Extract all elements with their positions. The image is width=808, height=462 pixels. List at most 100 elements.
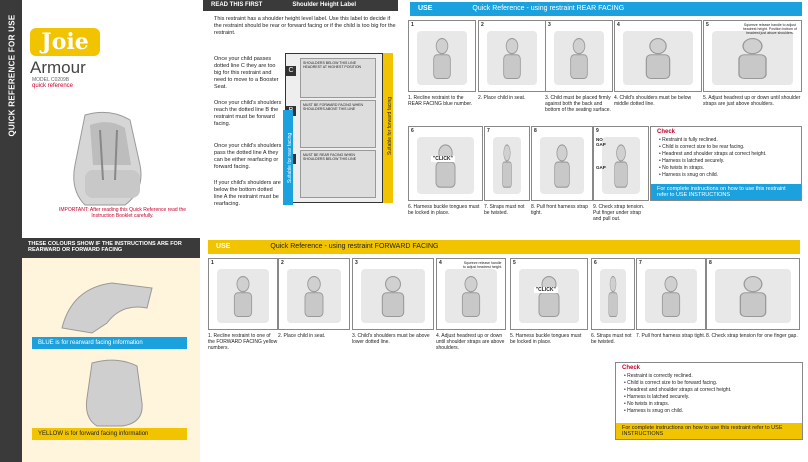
step-number: 2 <box>481 22 484 28</box>
step-number: 3 <box>548 22 551 28</box>
rear-check-box: Check Restraint is fully reclined.Child … <box>650 126 802 201</box>
step-number: 2 <box>281 260 284 266</box>
step-illustration <box>361 269 425 323</box>
forward-use-bar: USE Quick Reference - using restraint FOR… <box>208 240 800 254</box>
forward-seat-illustration <box>86 359 143 427</box>
fwd-step-3-caption: 3. Child's shoulders must be above lower… <box>352 333 430 345</box>
click-tag: "CLICK" <box>533 287 558 293</box>
sidebar-label: QUICK REFERENCE FOR USE <box>7 14 17 137</box>
step-number: 7 <box>487 128 490 134</box>
step-number: 6 <box>594 260 597 266</box>
forward-check-box: Check Restraint is correctly reclined.Ch… <box>615 362 803 440</box>
line-b-text: Once your child's shoulders reach the do… <box>214 100 282 127</box>
forward-facing-bar: Suitable for forward facing <box>383 53 393 203</box>
shoulder-height-label: C B A SHOULDERS BELOW THIS LINEHEADREST … <box>285 53 383 203</box>
rear-seat-illustration <box>61 282 153 334</box>
fwd-check-item: Headrest and shoulder straps at correct … <box>624 387 794 394</box>
rear-facing-bar: Suitable for rear facing <box>283 110 293 205</box>
forward-subtitle: - using restraint FORWARD FACING <box>324 243 439 250</box>
step-number: 6 <box>411 128 414 134</box>
step-number: 5 <box>513 260 516 266</box>
rear-step-7-panel: 7 <box>484 126 530 201</box>
label-title: Shoulder Height Label <box>292 2 357 8</box>
label-header: READ THIS FIRST Shoulder Height Label <box>203 0 398 11</box>
rear-check-item: Child is correct size to be rear facing. <box>659 144 793 151</box>
yellow-legend: YELLOW is for forward facing information <box>32 428 187 440</box>
fwd-step-4-caption: 4. Adjust headrest up or down until shou… <box>436 333 505 351</box>
fwd-step-3-panel: 3 <box>352 258 434 330</box>
rear-step-8-panel: 8 <box>531 126 593 201</box>
fwd-step-5-caption: 5. Harness buckle tongues must be locked… <box>510 333 582 345</box>
colours-header: THESE COLOURS SHOW IF THE INSTRUCTIONS A… <box>22 238 200 258</box>
rear-step-7-caption: 7. Straps must not be twisted. <box>484 204 525 216</box>
rear-step-3-caption: 3. Child must be placed firmly against b… <box>545 95 611 113</box>
fwd-check-item: Harness is snug on child. <box>624 408 794 415</box>
step-illustration <box>540 137 584 194</box>
step-number: 1 <box>411 22 414 28</box>
read-first: READ THIS FIRST <box>211 2 263 8</box>
fwd-step-6-caption: 6. Straps must not be twisted. <box>591 333 632 345</box>
fwd-step-8-panel: 8 <box>706 258 800 330</box>
rear-step-2-panel: 2 <box>478 20 546 92</box>
rear-step-6-caption: 6. Harness buckle tongues must be locked… <box>408 204 480 216</box>
rear-step-1-panel: 1 <box>408 20 476 92</box>
line-c-text: Once your child passes dotted line C the… <box>214 56 279 90</box>
fwd-step-1-caption: 1. Recline restraint to one of the FORWA… <box>208 333 278 351</box>
step-number: 4 <box>617 22 620 28</box>
step-number: 8 <box>709 260 712 266</box>
important-note: IMPORTANT: After reading this Quick Refe… <box>58 207 187 219</box>
rear-subtitle: - using restraint REAR FACING <box>526 5 625 12</box>
step-number: 3 <box>355 260 358 266</box>
below-a-text: If your child's shoulders are below the … <box>214 180 281 207</box>
step-number: 8 <box>534 128 537 134</box>
rear-step-4-panel: 4 <box>614 20 702 92</box>
rear-check-item: Harness is snug on child. <box>659 172 793 179</box>
step-illustration <box>712 31 793 85</box>
rear-step-6-panel: 6 "CLICK" <box>408 126 483 201</box>
gap-label: GAP <box>596 165 606 170</box>
fwd-step-4-panel: 4 Squeeze release handle to adjust headre… <box>436 258 506 330</box>
rear-check-title: Check <box>657 129 676 135</box>
step-number: 7 <box>639 260 642 266</box>
joie-logo: Joie <box>30 28 100 56</box>
rear-check-item: Restraint is fully reclined. <box>659 137 793 144</box>
fwd-check-item: Harness is latched securely. <box>624 394 794 401</box>
rear-step-8-caption: 8. Pull front harness strap tight. <box>531 204 588 216</box>
fwd-step-7-panel: 7 <box>636 258 706 330</box>
step-illustration <box>715 269 791 323</box>
step-illustration <box>417 31 467 85</box>
step-number: 4 <box>439 260 442 266</box>
step-illustration <box>487 31 537 85</box>
fwd-step-5-panel: 5 "CLICK" <box>510 258 588 330</box>
fwd-check-item: No twists in straps. <box>624 401 794 408</box>
step-number: 9 <box>596 128 599 134</box>
step-illustration <box>445 269 497 323</box>
step-note: Squeeze release handle to adjust headres… <box>462 261 503 269</box>
rear-step-1-caption: 1. Recline restraint to the REAR FACING … <box>408 95 473 107</box>
click-tag: "CLICK" <box>430 156 455 163</box>
step-illustration <box>623 31 693 85</box>
fwd-step-2-panel: 2 <box>278 258 350 330</box>
rear-more-info: For complete instructions on how to use … <box>651 184 801 200</box>
step-illustration <box>417 137 474 194</box>
step-illustration <box>645 269 697 323</box>
step-illustration <box>287 269 341 323</box>
step-number: 1 <box>211 260 214 266</box>
blue-legend: BLUE is for rearward facing information <box>32 337 187 349</box>
fwd-check-item: Child is correct size to be forward faci… <box>624 380 794 387</box>
step-note: Squeeze release handle to adjust headres… <box>742 23 797 35</box>
line-c-marker: C <box>286 66 296 76</box>
rear-step-9-panel: 9 NO GAP GAP <box>593 126 649 201</box>
model-code: MODEL C0209B <box>32 77 70 83</box>
forward-title: Quick Reference <box>270 243 323 250</box>
fwd-step-7-caption: 7. Pull front harness strap tight. <box>636 333 706 339</box>
no-gap-label: NO GAP <box>596 137 606 147</box>
rear-step-3-panel: 3 <box>545 20 613 92</box>
forward-use-label: USE <box>216 243 231 250</box>
forward-more-info: For complete instructions on how to use … <box>616 423 802 439</box>
model-name: Armour <box>30 58 86 77</box>
